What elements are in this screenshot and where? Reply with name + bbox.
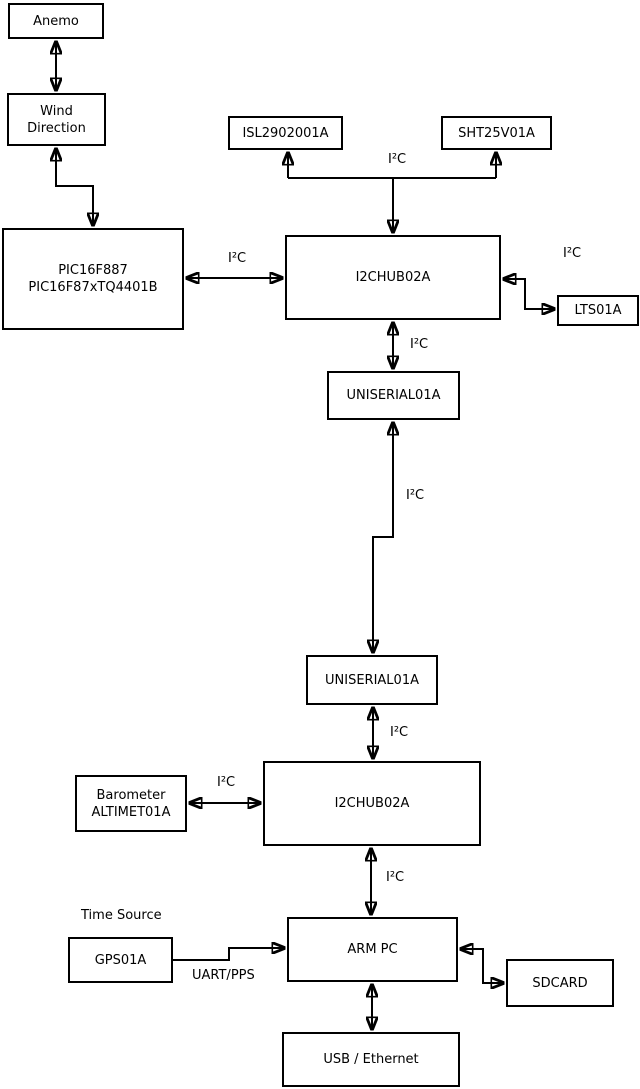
- node-label: SDCARD: [532, 975, 588, 991]
- node-label: PIC16F87xTQ4401B: [28, 280, 158, 295]
- node-label: USB / Ethernet: [323, 1052, 419, 1067]
- node-label: Anemo: [33, 13, 79, 29]
- label-i2c-uniserial2-hub2: I²C: [390, 725, 409, 740]
- node-label: I2CHUB02A: [355, 270, 431, 285]
- node-label: I2CHUB02A: [334, 796, 410, 811]
- connector-gps01a-armpc: [173, 948, 285, 961]
- label-i2c-hub1-uniserial1: I²C: [410, 337, 429, 352]
- node-label: Barometer: [96, 787, 166, 803]
- node-label: ISL2902001A: [242, 125, 329, 141]
- node-arm-pc: ARM PC: [287, 917, 458, 982]
- connector-uniserial1-uniserial2: [373, 422, 393, 653]
- node-uniserial01a-2: UNISERIAL01A: [306, 655, 438, 705]
- node-label: UNISERIAL01A: [325, 672, 419, 688]
- connector-i2chub1-sensor-bus: [288, 152, 496, 233]
- node-label: PIC16F887: [58, 263, 128, 278]
- node-usb-ethernet: USB / Ethernet: [282, 1032, 460, 1087]
- label-i2c-hub2-armpc: I²C: [386, 870, 405, 885]
- connector-wind-direction-pic: [56, 148, 93, 226]
- node-sht25v01a: SHT25V01A: [441, 116, 552, 150]
- connector-i2chub1-lts01a: [503, 279, 555, 309]
- node-gps01a: GPS01A: [68, 937, 173, 983]
- node-isl2902001a: ISL2902001A: [228, 116, 343, 150]
- label-i2c-pic-hub1: I²C: [228, 251, 247, 266]
- node-uniserial01a-1: UNISERIAL01A: [327, 371, 460, 420]
- node-label: Direction: [27, 120, 86, 136]
- label-i2c-sensor-bus: I²C: [388, 152, 407, 167]
- label-uart-pps: UART/PPS: [192, 968, 255, 983]
- node-label: ALTIMET01A: [91, 804, 171, 820]
- node-i2chub02a-2: I2CHUB02A: [263, 761, 481, 846]
- label-time-source: Time Source: [81, 908, 162, 923]
- connector-armpc-sdcard: [460, 949, 504, 983]
- node-label: Wind: [40, 103, 73, 119]
- node-lts01a: LTS01A: [557, 295, 639, 326]
- node-anemo: Anemo: [8, 3, 104, 39]
- node-sdcard: SDCARD: [506, 959, 614, 1007]
- node-i2chub02a-1: I2CHUB02A: [285, 235, 501, 320]
- label-i2c-hub1-lts: I²C: [563, 246, 582, 261]
- node-label: ARM PC: [347, 942, 398, 957]
- node-label: UNISERIAL01A: [346, 388, 441, 403]
- label-i2c-barometer-hub2: I²C: [217, 775, 236, 790]
- node-label: GPS01A: [94, 952, 147, 968]
- label-i2c-uniserial-link: I²C: [406, 488, 425, 503]
- node-label: LTS01A: [574, 303, 622, 318]
- node-label: SHT25V01A: [458, 125, 535, 141]
